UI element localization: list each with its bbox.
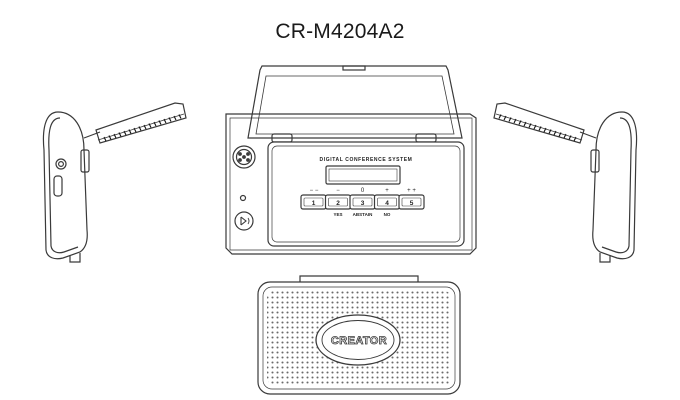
vote-button-number: 4: [385, 200, 389, 207]
right-grille: [498, 114, 577, 142]
vote-button-number: 2: [336, 200, 340, 207]
vote-button[interactable]: − 2 YES: [324, 188, 352, 217]
vote-button-mark: −: [336, 188, 340, 194]
vote-button-mark: + +: [407, 188, 416, 194]
vote-button-caption: YES: [333, 212, 342, 217]
vote-button[interactable]: + 4 NO: [373, 188, 401, 217]
left-grille: [103, 114, 182, 142]
vote-button-number: 1: [312, 200, 316, 207]
vote-button-caption: NO: [384, 212, 391, 217]
front-view: [225, 65, 477, 255]
lcd-display: [325, 165, 401, 185]
voting-button-row: − − 1 − 2 YES 0 3 ABSTAIN +: [300, 188, 425, 217]
panel-label: DIGITAL CONFERENCE SYSTEM: [320, 157, 413, 163]
vote-button[interactable]: + + 5: [398, 188, 425, 210]
vote-button-number: 5: [410, 200, 414, 207]
vote-button-caption: ABSTAIN: [353, 212, 373, 217]
vote-button-mark: − −: [310, 188, 319, 194]
mic-socket-icon: [232, 145, 256, 169]
left-side-view: [42, 102, 187, 263]
indicator-led: [239, 194, 247, 202]
bottom-view: [257, 275, 461, 395]
right-side-view: [493, 102, 638, 263]
vote-button-mark: 0: [361, 188, 365, 194]
model-title: CR-M4204A2: [275, 20, 405, 43]
vote-button-mark: +: [385, 188, 389, 194]
mic-button-icon: [234, 211, 254, 231]
vote-button-number: 3: [361, 200, 365, 207]
vote-button[interactable]: 0 3 ABSTAIN: [349, 188, 376, 217]
logo-text: CREATOR: [331, 335, 387, 347]
